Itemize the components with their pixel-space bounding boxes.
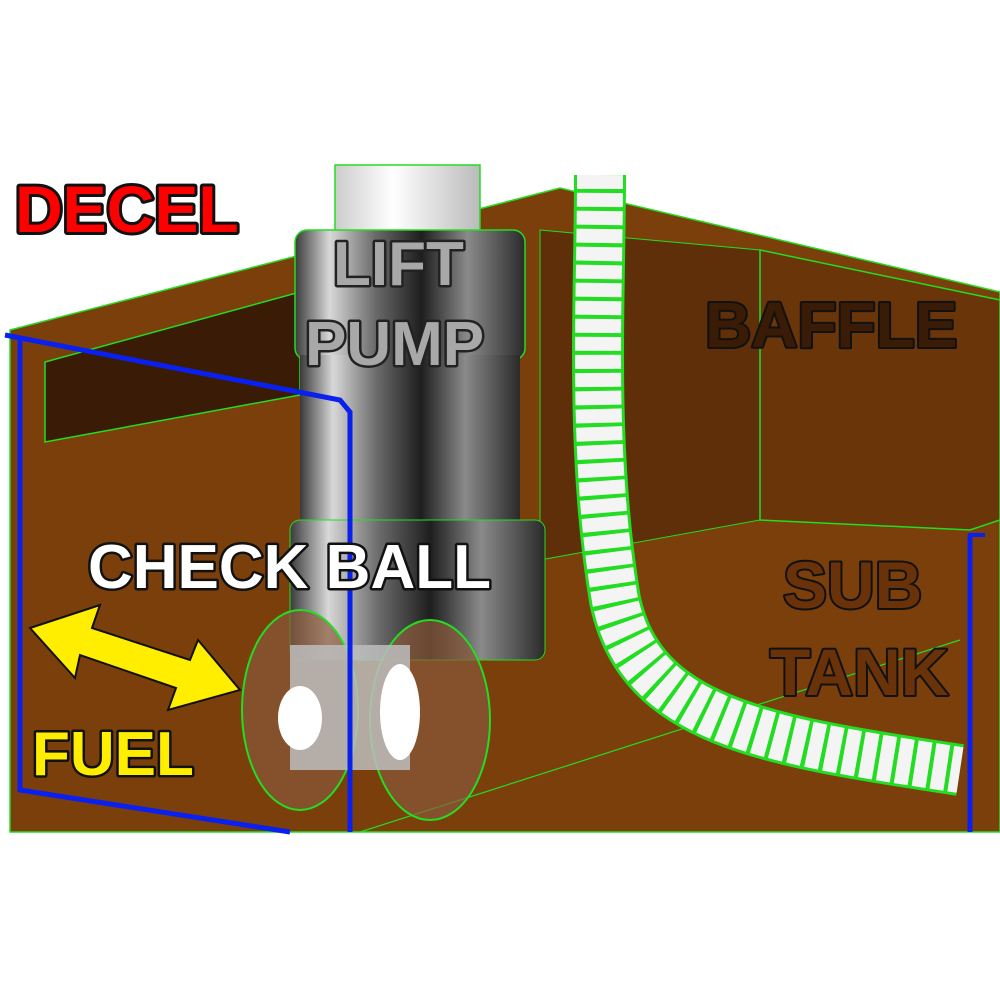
baffle-label: BAFFLE <box>705 289 957 361</box>
decel-label: DECEL <box>15 172 239 246</box>
pump-top <box>334 164 481 236</box>
check-ball-label: CHECK BALL <box>88 533 491 602</box>
left-compartment-outline <box>4 332 353 832</box>
pump-label: PUMP <box>305 310 484 379</box>
baffle-wall <box>759 249 1000 531</box>
double-arrow-icon <box>28 603 242 712</box>
left-compartment-edge <box>17 340 291 835</box>
fuel-label: FUEL <box>32 720 194 789</box>
pump-body <box>300 355 520 535</box>
tank-label: TANK <box>770 635 949 709</box>
sub-label: SUB <box>783 548 922 622</box>
lift-label: LIFT <box>333 230 464 299</box>
hose-ribs <box>575 174 964 793</box>
